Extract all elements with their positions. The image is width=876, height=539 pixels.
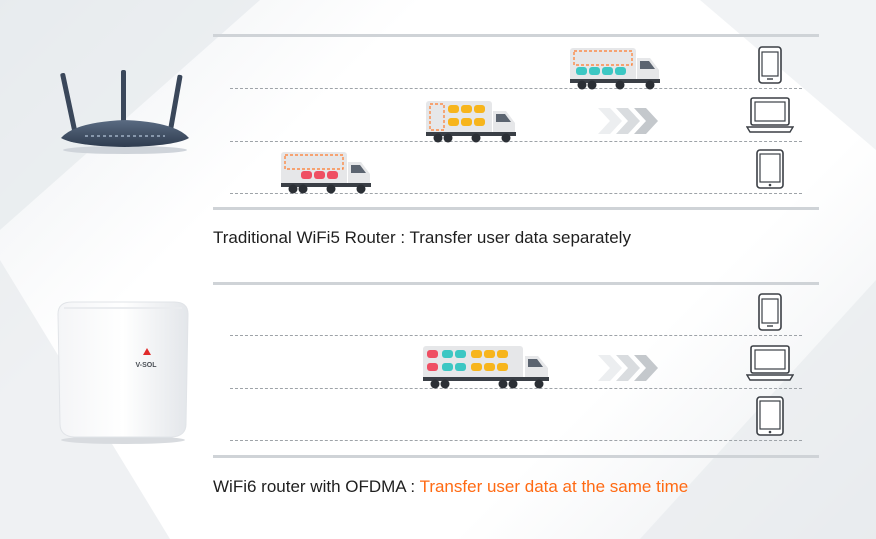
wifi5-bottom-rule [213, 207, 819, 210]
wifi5-caption-prefix: Traditional WiFi5 Router : [213, 228, 410, 247]
wifi6-caption: WiFi6 router with OFDMA : Transfer user … [213, 477, 688, 497]
brand-logo-text: V-SOL [135, 362, 157, 369]
wifi6-lane-line-2 [230, 388, 802, 389]
wifi6-top-rule [213, 282, 819, 285]
cargo-red [427, 350, 438, 371]
wifi5-lane-line-1 [230, 88, 802, 89]
laptop-icon [746, 345, 794, 381]
tablet-icon [756, 149, 784, 189]
cargo-yellow [448, 105, 485, 126]
truck-cyan [570, 48, 660, 90]
wifi5-lanes-panel [213, 34, 819, 212]
laptop-icon [746, 97, 794, 133]
wifi6-lanes-panel [213, 282, 819, 460]
wifi5-caption-text: Transfer user data separately [409, 228, 631, 247]
chevron-arrows-icon [598, 355, 658, 381]
wifi5-router-antennas-icon [60, 70, 189, 154]
wifi6-lane-line-3 [230, 440, 802, 441]
wifi6-caption-prefix: WiFi6 router with OFDMA : [213, 477, 420, 496]
wifi6-caption-highlight: Transfer user data at the same time [419, 477, 689, 496]
wifi5-lane-line-2 [230, 141, 802, 142]
wifi6-router-cube-icon: V-SOL [57, 301, 189, 444]
phone-icon [758, 293, 782, 331]
wifi6-bottom-rule [213, 455, 819, 458]
truck-mixed-cargo [423, 346, 549, 389]
cargo-cyan [442, 350, 466, 371]
cargo-red [301, 171, 338, 179]
truck-red [281, 152, 371, 194]
phone-icon [758, 46, 782, 84]
tablet-icon [756, 396, 784, 436]
wifi5-lane-line-3 [230, 193, 802, 194]
wifi6-lane-line-1 [230, 335, 802, 336]
wifi5-caption: Traditional WiFi5 Router : Transfer user… [213, 228, 631, 248]
chevron-arrows-icon [598, 108, 658, 134]
truck-yellow [426, 101, 516, 143]
cargo-yellow [471, 350, 508, 371]
cargo-cyan [576, 67, 626, 75]
wifi5-top-rule [213, 34, 819, 37]
